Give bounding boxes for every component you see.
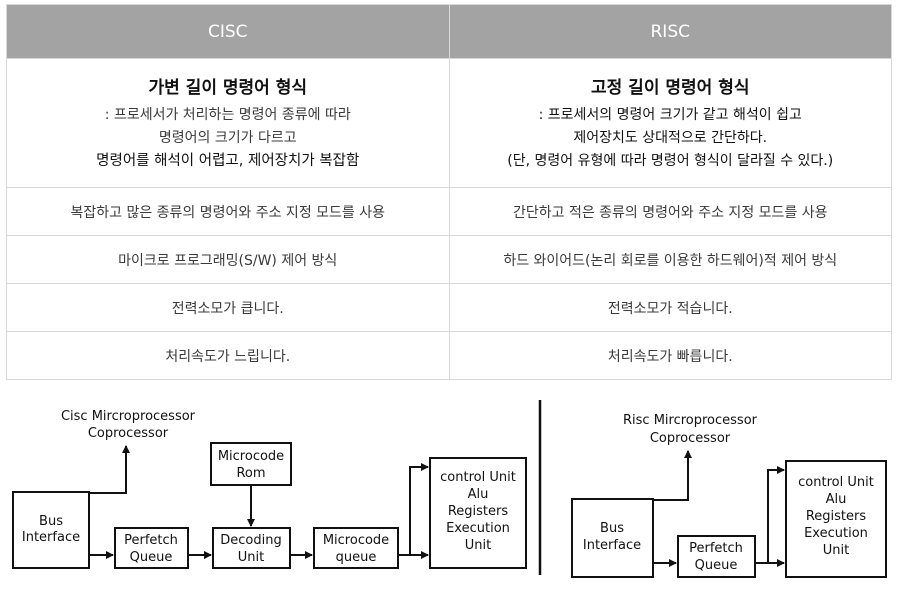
header-risc: RISC bbox=[448, 4, 892, 59]
comparison-table: CISC RISC 가변 길이 명령어 형식 : 프로세서가 처리하는 명령어 … bbox=[6, 4, 892, 380]
risc-coprocessor-label: Coprocessor bbox=[650, 431, 731, 446]
cisc-microcode-rom-label: Rom bbox=[236, 466, 265, 481]
risc-prefetch-queue-box bbox=[677, 535, 756, 578]
risc-format-heading: 고정 길이 명령어 형식 bbox=[590, 78, 750, 98]
risc-control-block-label: Unit bbox=[823, 543, 849, 558]
risc-cell: 하드 와이어드(논리 회로를 이용한 하드웨어)적 제어 방식 bbox=[448, 235, 892, 284]
cisc-bus-interface-label: Interface bbox=[22, 530, 80, 545]
cisc-prefetch-queue-label: Queue bbox=[130, 550, 173, 565]
cisc-decoding-unit-box bbox=[212, 527, 291, 569]
cisc-format-cell: 가변 길이 명령어 형식 : 프로세서가 처리하는 명령어 종류에 따라 명령어… bbox=[6, 58, 450, 188]
cisc-format-line: 명령어를 해석이 어렵고, 제어장치가 복잡함 bbox=[96, 153, 360, 169]
risc-control-block-label: Alu bbox=[826, 492, 847, 507]
cisc-control-block-label: Registers bbox=[448, 504, 509, 519]
cisc-queue-to-control-top-arrow bbox=[409, 463, 429, 555]
risc-bus-interface-box bbox=[571, 498, 654, 578]
cisc-cell: 처리속도가 느립니다. bbox=[6, 331, 450, 380]
cisc-decoding-unit-label: Unit bbox=[238, 550, 264, 565]
cisc-microcode-queue-label: Microcode bbox=[323, 533, 389, 548]
cisc-format-line: 명령어의 크기가 다르고 bbox=[158, 130, 297, 146]
cisc-diagram: Cisc Mircroprocessor Coprocessor Bus Int… bbox=[12, 409, 527, 569]
cisc-bus-interface-label: Bus bbox=[39, 514, 63, 529]
risc-prefetch-queue-label: Queue bbox=[695, 558, 738, 573]
cisc-microcode-queue-box bbox=[313, 527, 399, 569]
risc-cell: 처리속도가 빠릅니다. bbox=[448, 331, 892, 380]
risc-format-cell: 고정 길이 명령어 형식 : 프로세서의 명령어 크기가 같고 해석이 쉽고 제… bbox=[448, 58, 892, 188]
cisc-decoding-unit-label: Decoding bbox=[220, 533, 281, 548]
cisc-control-block-label: control Unit bbox=[440, 470, 516, 485]
risc-format-line: : 프로세서의 명령어 크기가 같고 해석이 쉽고 bbox=[538, 107, 802, 123]
cisc-control-block-box bbox=[429, 457, 527, 569]
risc-diagram: Risc Mircroprocessor Coprocessor Bus Int… bbox=[571, 413, 887, 578]
cisc-bus-interface-box bbox=[12, 491, 90, 569]
cisc-cell: 마이크로 프로그래밍(S/W) 제어 방식 bbox=[6, 235, 450, 284]
risc-format-line: (단, 명령어 유형에 따라 명령어 형식이 달라질 수 있다.) bbox=[507, 153, 834, 169]
risc-prefetch-to-control-top-arrow bbox=[767, 466, 785, 563]
risc-bus-to-coprocessor-arrow bbox=[653, 450, 692, 501]
cisc-coprocessor-label: Cisc Mircroprocessor bbox=[61, 409, 196, 424]
cisc-microcode-rom-label: Microcode bbox=[218, 449, 284, 464]
cisc-control-block-label: Unit bbox=[465, 538, 491, 553]
risc-coprocessor-label: Risc Mircroprocessor bbox=[623, 413, 758, 428]
risc-cell: 전력소모가 적습니다. bbox=[448, 283, 892, 332]
risc-control-block-box bbox=[785, 460, 887, 578]
risc-bus-interface-label: Interface bbox=[583, 538, 641, 553]
cisc-control-block-label: Alu bbox=[468, 487, 489, 502]
cisc-prefetch-queue-box bbox=[114, 527, 189, 569]
cisc-format-heading: 가변 길이 명령어 형식 bbox=[148, 78, 307, 98]
risc-prefetch-queue-label: Perfetch bbox=[689, 541, 743, 556]
risc-format-line: 제어장치도 상대적으로 간단하다. bbox=[573, 130, 768, 146]
cisc-bus-to-coprocessor-arrow bbox=[89, 445, 130, 494]
cisc-microcode-queue-label: queue bbox=[336, 550, 377, 565]
risc-bus-interface-label: Bus bbox=[600, 521, 624, 536]
cisc-coprocessor-label: Coprocessor bbox=[88, 426, 169, 441]
header-cisc: CISC bbox=[6, 4, 450, 59]
cisc-prefetch-queue-label: Perfetch bbox=[124, 533, 178, 548]
risc-control-block-label: control Unit bbox=[798, 475, 874, 490]
risc-control-block-label: Registers bbox=[806, 509, 867, 524]
cisc-control-block-label: Execution bbox=[446, 521, 510, 536]
risc-control-block-label: Execution bbox=[804, 526, 868, 541]
cisc-format-line: : 프로세서가 처리하는 명령어 종류에 따라 bbox=[104, 107, 351, 123]
